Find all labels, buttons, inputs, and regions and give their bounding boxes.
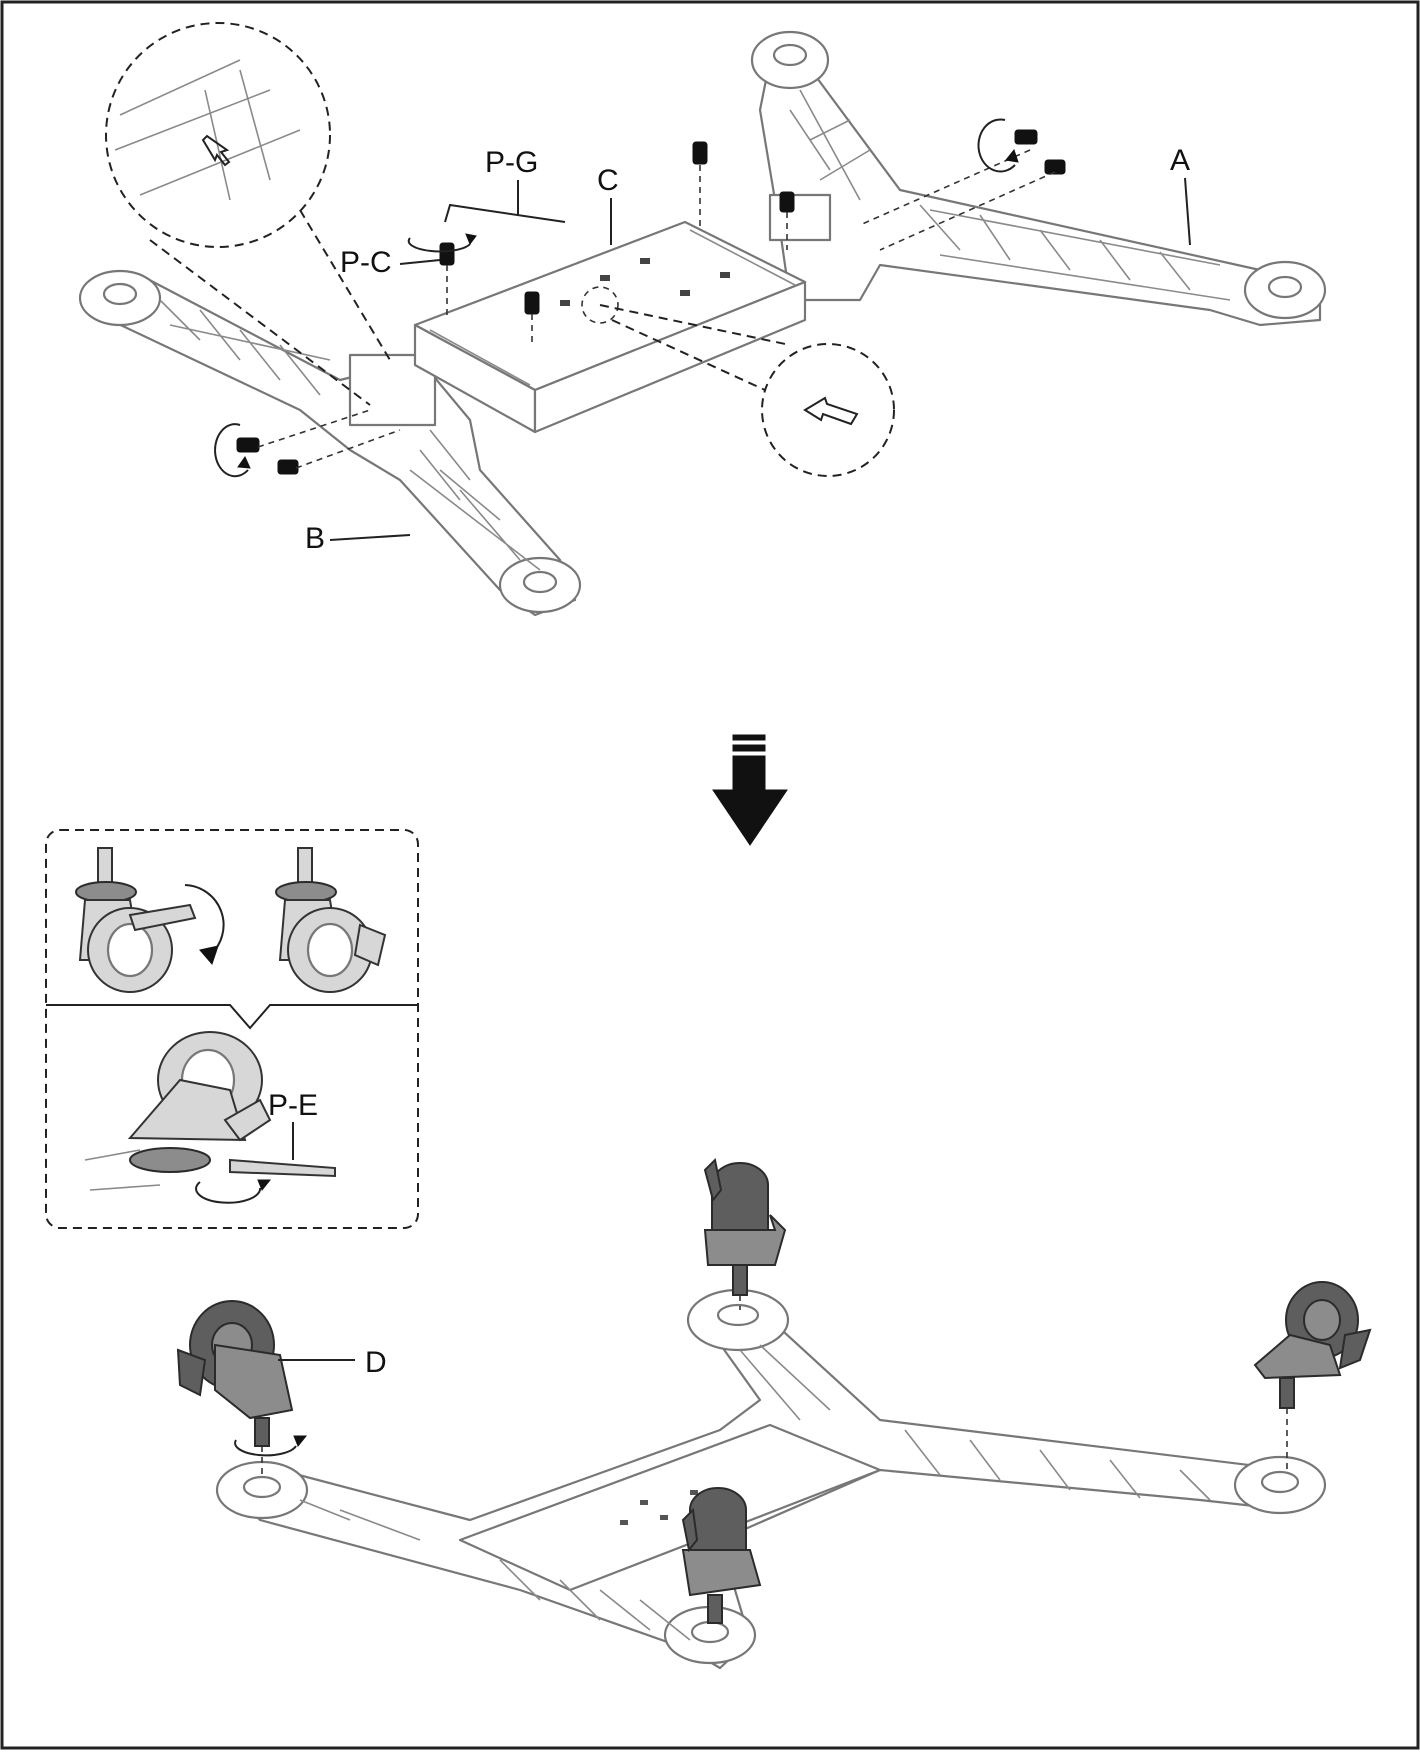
label-pe: P-E (268, 1089, 318, 1160)
detail-circle-right (599, 304, 895, 477)
label-c-text: C (597, 164, 619, 197)
detail-circle-upper-left (105, 22, 391, 406)
caster-left-d (176, 1300, 308, 1475)
rotation-arrows-top (214, 118, 1019, 478)
assembled-base (215, 1288, 1327, 1670)
caster-front (681, 1487, 762, 1624)
label-c: C (597, 164, 619, 245)
step-down-arrow (712, 734, 788, 846)
label-b-text: B (305, 522, 325, 555)
label-b: B (305, 522, 411, 555)
label-a: A (1170, 144, 1191, 246)
label-pe-text: P-E (268, 1089, 318, 1122)
step-bottom: D (176, 1157, 1372, 1670)
caster-detail-inset: P-E (45, 829, 419, 1229)
caster-back (703, 1157, 787, 1310)
label-a-text: A (1170, 144, 1190, 177)
label-d-text: D (365, 1346, 387, 1379)
caster-wrench (84, 1031, 336, 1204)
label-pg-text: P-G (485, 146, 538, 179)
label-pg: P-G (485, 146, 538, 215)
caster-locked (275, 847, 387, 993)
label-pc-text: P-C (340, 246, 392, 279)
alignment-lines (257, 149, 1056, 469)
base-c (413, 220, 807, 434)
caster-right (1253, 1281, 1372, 1470)
leg-a (750, 30, 1327, 327)
caster-unlocked (75, 847, 225, 993)
label-pc: P-C (340, 246, 441, 279)
step-top: A C P-G P-C B (78, 22, 1327, 617)
label-d: D (278, 1346, 387, 1379)
hex-key (444, 203, 566, 223)
